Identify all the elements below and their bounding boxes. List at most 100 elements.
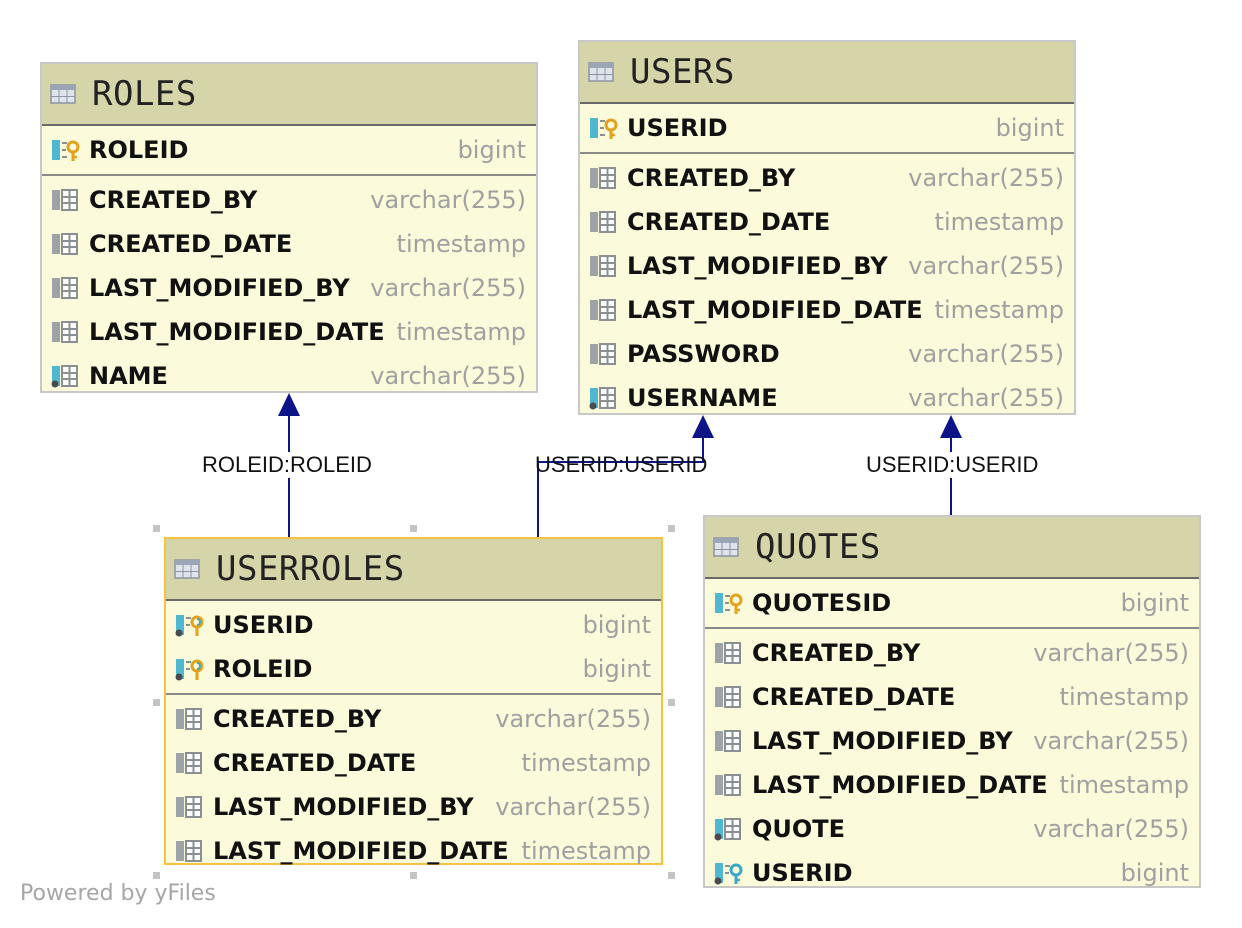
column-icon <box>588 298 618 322</box>
primary-key-icon <box>50 138 80 162</box>
table-title: USERROLES <box>216 549 405 589</box>
column-name: CREATED_BY <box>213 705 382 733</box>
column-type: varchar(255) <box>495 705 651 733</box>
column-type: varchar(255) <box>370 274 526 302</box>
column-type: varchar(255) <box>908 340 1064 368</box>
column-row-created-by[interactable]: CREATED_BY varchar(255) <box>42 178 536 222</box>
column-icon <box>713 729 743 753</box>
column-icon <box>588 254 618 278</box>
column-name: CREATED_BY <box>752 639 921 667</box>
table-title: QUOTES <box>755 527 881 567</box>
column-type: timestamp <box>521 837 651 865</box>
column-row-created-by[interactable]: CREATED_BY varchar(255) <box>705 631 1199 675</box>
column-type: varchar(255) <box>495 793 651 821</box>
column-icon <box>50 320 80 344</box>
unique-column-icon <box>588 386 618 410</box>
relationship-label-roleid: ROLEID:ROLEID <box>201 452 373 478</box>
selection-handle[interactable] <box>410 525 417 532</box>
column-type: bigint <box>457 136 526 164</box>
table-header[interactable]: USERROLES <box>166 539 661 601</box>
column-icon <box>50 276 80 300</box>
column-type: bigint <box>582 655 651 683</box>
column-row-last-modified-date[interactable]: LAST_MODIFIED_DATE timestamp <box>166 829 661 873</box>
table-header[interactable]: USERS <box>580 42 1074 104</box>
table-header[interactable]: QUOTES <box>705 517 1199 579</box>
column-name: LAST_MODIFIED_BY <box>213 793 474 821</box>
column-type: bigint <box>995 114 1064 142</box>
column-icon <box>174 795 204 819</box>
column-row-created-by[interactable]: CREATED_BY varchar(255) <box>166 697 661 741</box>
foreign-key-icon <box>713 861 743 885</box>
column-name: CREATED_BY <box>89 186 258 214</box>
table-header[interactable]: ROLES <box>42 64 536 126</box>
column-row-last-modified-date[interactable]: LAST_MODIFIED_DATE timestamp <box>580 288 1074 332</box>
column-name: CREATED_DATE <box>627 208 831 236</box>
column-row-created-date[interactable]: CREATED_DATE timestamp <box>166 741 661 785</box>
table-title: USERS <box>630 52 735 92</box>
column-type: bigint <box>1120 589 1189 617</box>
column-icon <box>50 232 80 256</box>
column-name: CREATED_BY <box>627 164 796 192</box>
column-name: NAME <box>89 362 168 390</box>
column-name: LAST_MODIFIED_BY <box>752 727 1013 755</box>
column-row-created-by[interactable]: CREATED_BY varchar(255) <box>580 156 1074 200</box>
primary-key-icon <box>713 591 743 615</box>
column-row-last-modified-by[interactable]: LAST_MODIFIED_BY varchar(255) <box>166 785 661 829</box>
column-type: bigint <box>1120 859 1189 887</box>
column-icon <box>174 707 204 731</box>
column-row-password[interactable]: PASSWORD varchar(255) <box>580 332 1074 376</box>
primary-foreign-key-icon <box>174 613 204 637</box>
column-name: LAST_MODIFIED_DATE <box>213 837 509 865</box>
column-type: timestamp <box>934 296 1064 324</box>
selection-handle[interactable] <box>410 872 417 879</box>
column-type: varchar(255) <box>908 164 1064 192</box>
column-type: timestamp <box>521 749 651 777</box>
link-userroles-users[interactable] <box>537 415 714 537</box>
selection-handle[interactable] <box>668 699 675 706</box>
table-icon <box>50 84 76 104</box>
selection-handle[interactable] <box>668 525 675 532</box>
column-name: CREATED_DATE <box>213 749 417 777</box>
column-name: USERNAME <box>627 384 778 412</box>
unique-column-icon <box>713 817 743 841</box>
column-type: varchar(255) <box>370 186 526 214</box>
column-name: LAST_MODIFIED_DATE <box>627 296 923 324</box>
column-name: QUOTESID <box>752 589 892 617</box>
relationship-label-quotes-userid: USERID:USERID <box>865 452 1040 478</box>
column-type: timestamp <box>1059 771 1189 799</box>
column-name: CREATED_DATE <box>89 230 293 258</box>
selection-handle[interactable] <box>153 699 160 706</box>
column-type: varchar(255) <box>1033 639 1189 667</box>
primary-key-icon <box>588 116 618 140</box>
column-row-quotesid[interactable]: QUOTESID bigint <box>705 581 1199 625</box>
primary-foreign-key-icon <box>174 657 204 681</box>
column-icon <box>588 166 618 190</box>
selection-handle[interactable] <box>153 525 160 532</box>
column-name: PASSWORD <box>627 340 780 368</box>
selection-handle[interactable] <box>668 872 675 879</box>
column-type: bigint <box>582 611 651 639</box>
selection-handle[interactable] <box>153 872 160 879</box>
